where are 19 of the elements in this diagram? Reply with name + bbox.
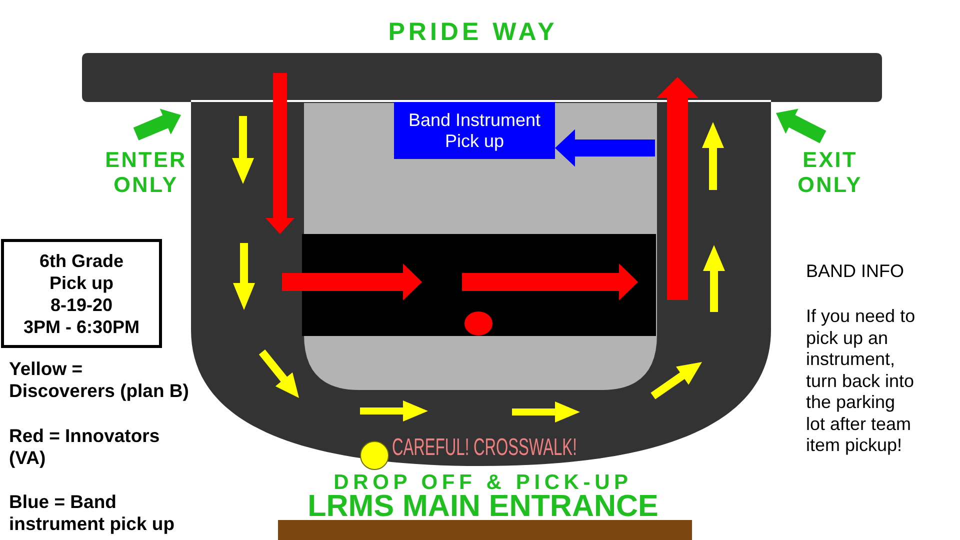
info-heading: BAND INFO [806, 261, 904, 282]
info-panel [1, 239, 162, 348]
key-text: Yellow = Discoverers (plan B) [9, 358, 190, 402]
crosswalk-warning: CAREFUL! CROSSWALK! [392, 436, 577, 460]
info-text: If you need to pick up an instrument, turn back into the parking lot after team item pickup! [806, 306, 916, 456]
key-text: Blue = Band instrument pick up [9, 491, 176, 535]
entrance-name: LRMS MAIN ENTRANCE [308, 491, 658, 521]
street-name: PRIDE WAY [388, 20, 558, 45]
exit-sign-text: EXIT ONLY [798, 147, 862, 197]
key-text: Red = Innovators (VA) [9, 425, 161, 469]
sign-text: Band Instrument Pick up [407, 110, 542, 152]
pickup-sign [394, 102, 555, 159]
entry-sign-text: ENTER ONLY [105, 147, 187, 197]
building [278, 520, 692, 540]
grade-heading: 6th Grade Pick up [38, 250, 125, 294]
pickup-time: 3PM - 6:30PM [23, 316, 140, 338]
pickup-date: 8-19-20 [50, 294, 113, 316]
entrance-caption: DROP OFF & PICK-UP [334, 472, 632, 493]
arrow [555, 129, 655, 167]
